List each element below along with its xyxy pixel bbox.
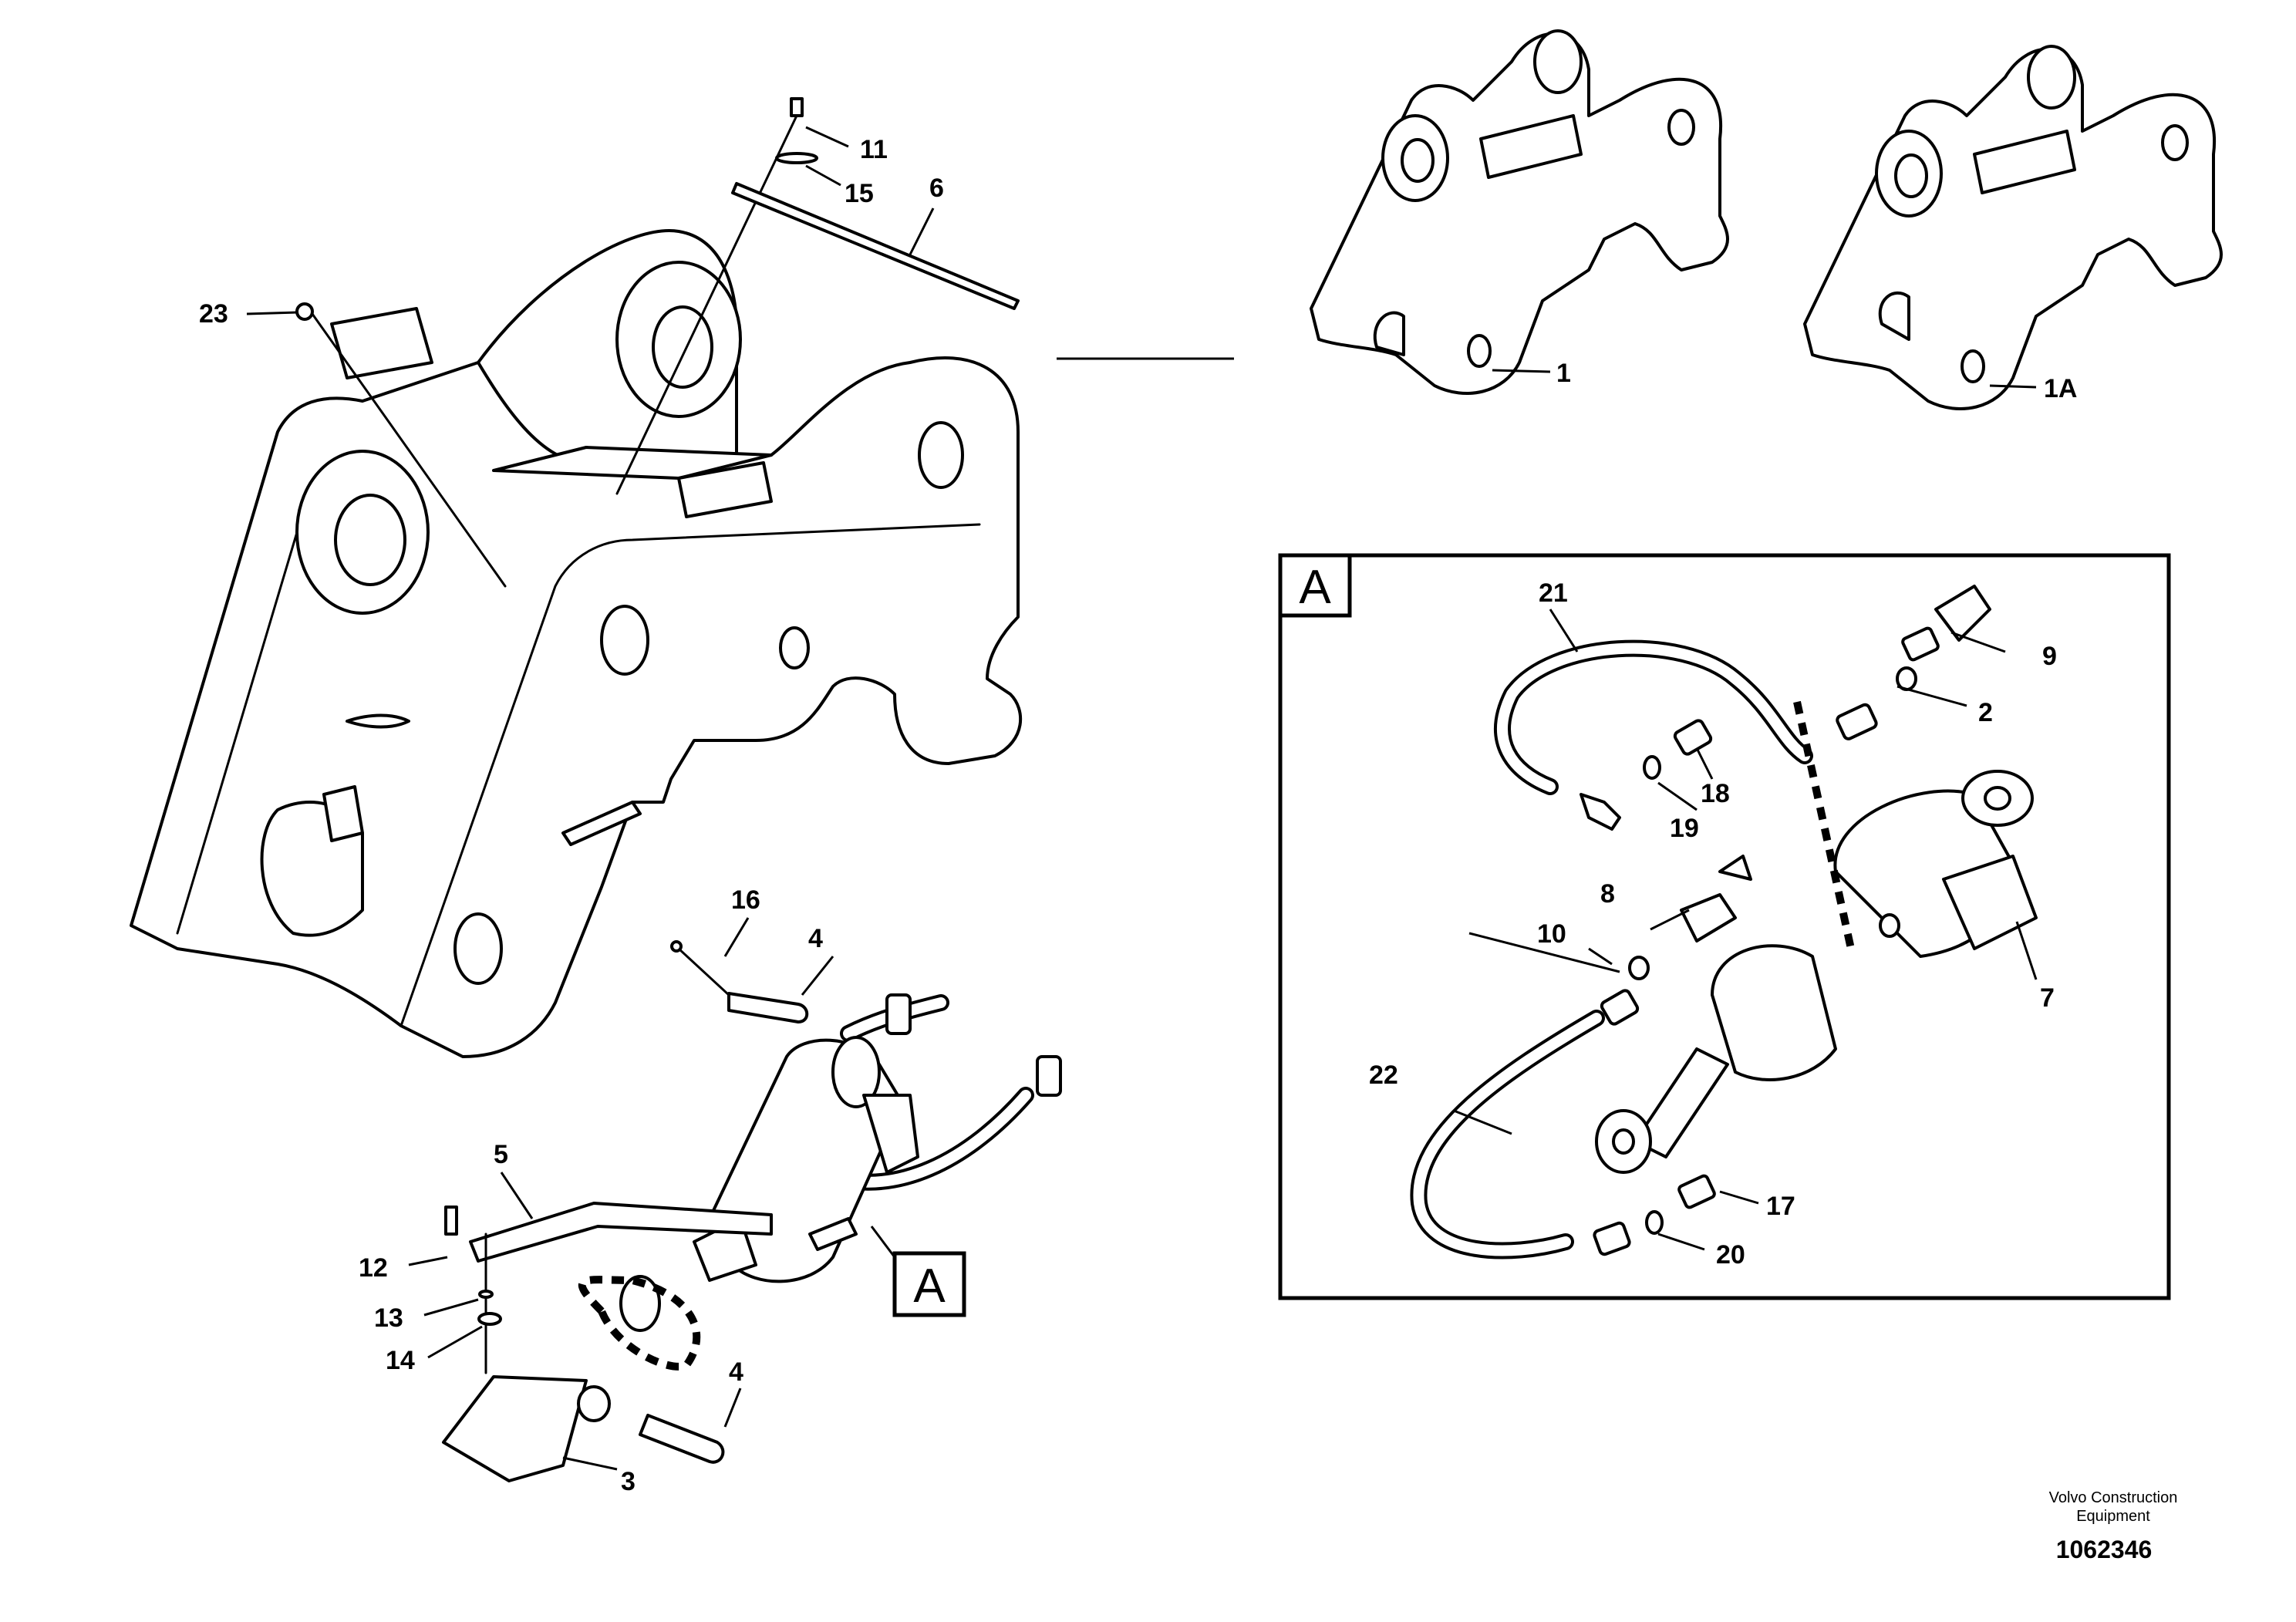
washer-15: [775, 152, 818, 164]
coupler-variant-1: [1310, 29, 1729, 395]
block-3: [442, 1375, 588, 1482]
pin-4-upper: [727, 992, 809, 1023]
washer-14: [477, 1312, 502, 1326]
callout-4-lower: 4: [729, 1357, 743, 1387]
callout-9: 9: [2042, 642, 2057, 671]
credit-line-1: Volvo Construction: [2049, 1489, 2178, 1506]
bolt-12: [444, 1206, 458, 1236]
detail-a-marker: A: [892, 1251, 966, 1317]
callout-17: 17: [1766, 1192, 1795, 1221]
callout-23: 23: [199, 299, 228, 329]
callout-14: 14: [386, 1346, 415, 1375]
detail-a-tag-label: A: [1299, 561, 1331, 614]
pin-4-lower: [639, 1414, 725, 1464]
callout-2: 2: [1978, 698, 1993, 727]
washer-13: [478, 1290, 494, 1299]
credit-line-2: Equipment: [2076, 1508, 2150, 1525]
callout-16: 16: [731, 885, 760, 915]
callout-15: 15: [845, 179, 874, 208]
callout-8: 8: [1600, 879, 1615, 909]
callout-22: 22: [1369, 1061, 1398, 1090]
callout-labels: 11 15 6 23 1 1A 21 9 2 18 19 8 10 7 22 1…: [199, 135, 2077, 1496]
callout-5: 5: [494, 1140, 508, 1169]
detail-a-tag: [1278, 553, 1352, 618]
callout-13: 13: [374, 1303, 403, 1333]
bolt-23: [295, 302, 314, 321]
callout-18: 18: [1701, 779, 1730, 808]
callout-1a: 1A: [2044, 374, 2077, 403]
quick-coupler-main: [130, 229, 1022, 1058]
callout-7: 7: [2040, 983, 2055, 1013]
callout-19: 19: [1670, 814, 1699, 843]
bolt-11: [790, 97, 804, 117]
callout-10: 10: [1537, 919, 1566, 949]
callout-11: 11: [860, 135, 888, 164]
cover-plate: [330, 307, 433, 379]
detail-a-marker-label: A: [913, 1259, 946, 1313]
leader-lines: [246, 126, 2038, 1471]
detail-a-contents: [1410, 585, 2038, 1259]
callout-6: 6: [929, 174, 944, 203]
callout-3: 3: [621, 1467, 636, 1496]
coupler-variant-1a: [1803, 45, 2223, 410]
cylinder-assembly: [619, 993, 1062, 1332]
pin-16: [670, 940, 683, 953]
rod-5: [469, 1202, 773, 1263]
callout-12: 12: [359, 1253, 388, 1283]
plate-6: [731, 182, 1020, 310]
callout-4-upper: 4: [808, 924, 823, 953]
document-number: 1062346: [2056, 1536, 2153, 1563]
callout-20: 20: [1716, 1240, 1745, 1270]
callout-21: 21: [1539, 578, 1568, 608]
callout-1: 1: [1556, 359, 1571, 388]
